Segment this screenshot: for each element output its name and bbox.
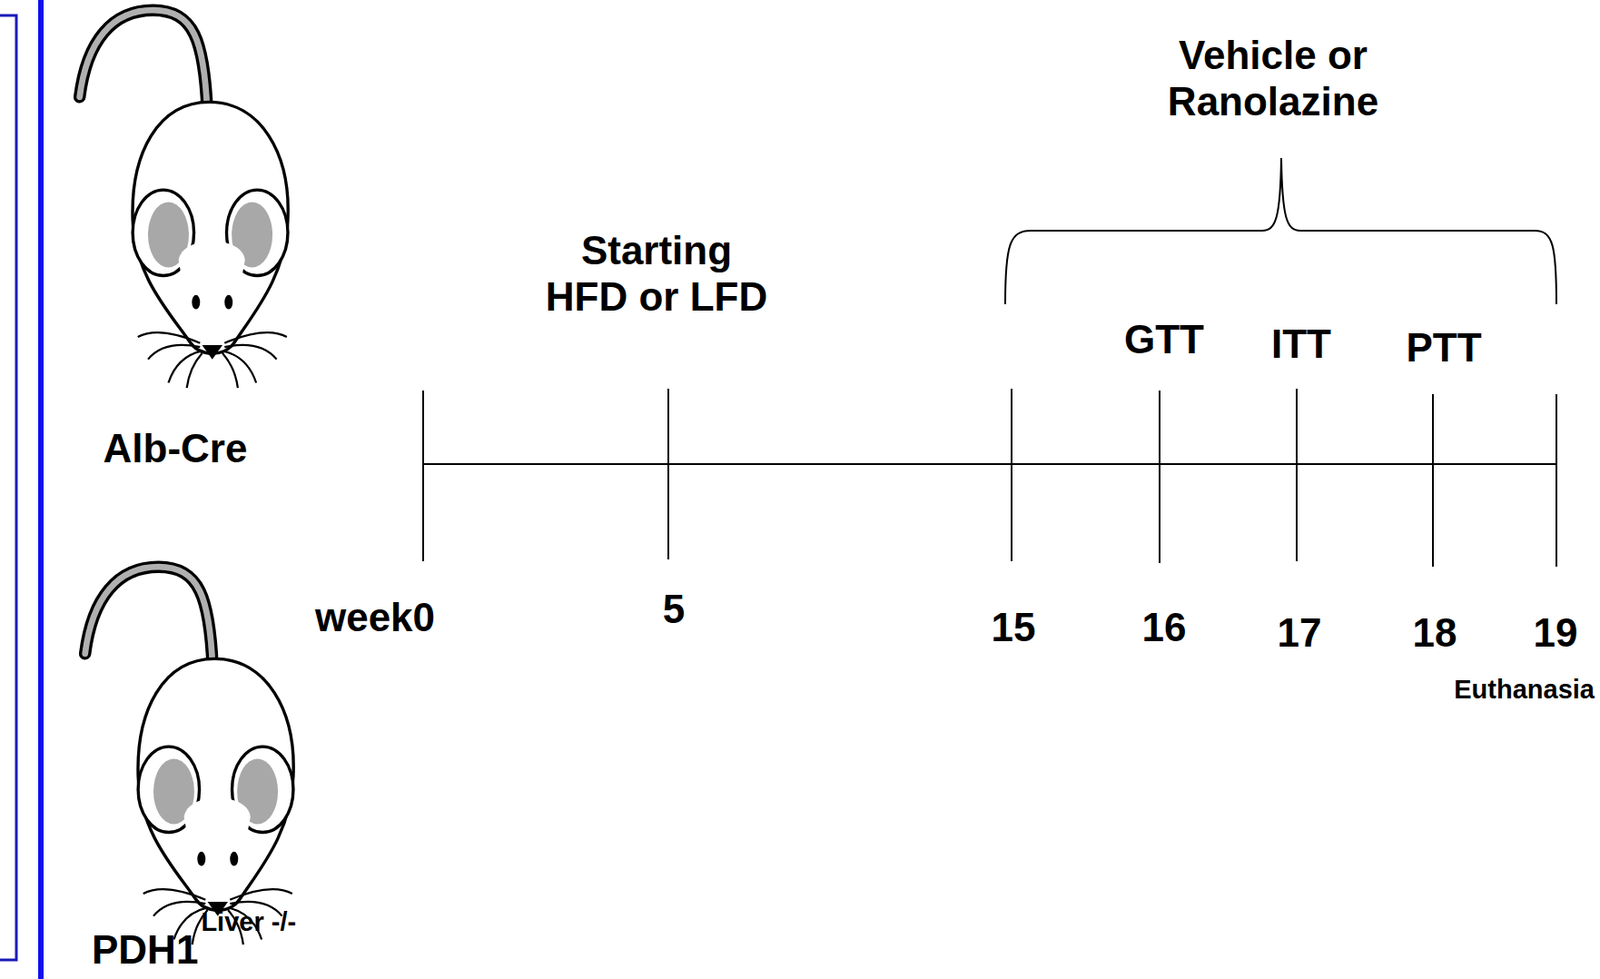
test-label: PTT — [1405, 325, 1482, 372]
treatment-label: Vehicle or Ranolazine — [1164, 32, 1383, 125]
week-label: 16 — [1142, 604, 1187, 652]
genotype-superscript: Liver -/- — [200, 907, 297, 938]
endpoint-label: Euthanasia — [1453, 674, 1595, 705]
week-label: 18 — [1412, 610, 1458, 657]
genotype-label: PDH1 — [91, 927, 198, 974]
test-label: GTT — [1124, 316, 1205, 364]
week-label: 19 — [1533, 610, 1579, 657]
diet-label: Starting HFD or LFD — [540, 227, 773, 320]
week-label: 15 — [991, 604, 1037, 652]
week-label: 17 — [1277, 610, 1323, 657]
week-label: 5 — [662, 586, 685, 633]
test-label: ITT — [1271, 321, 1332, 368]
genotype-label: Alb-Cre — [103, 425, 248, 473]
week-label: week0 — [315, 594, 435, 642]
